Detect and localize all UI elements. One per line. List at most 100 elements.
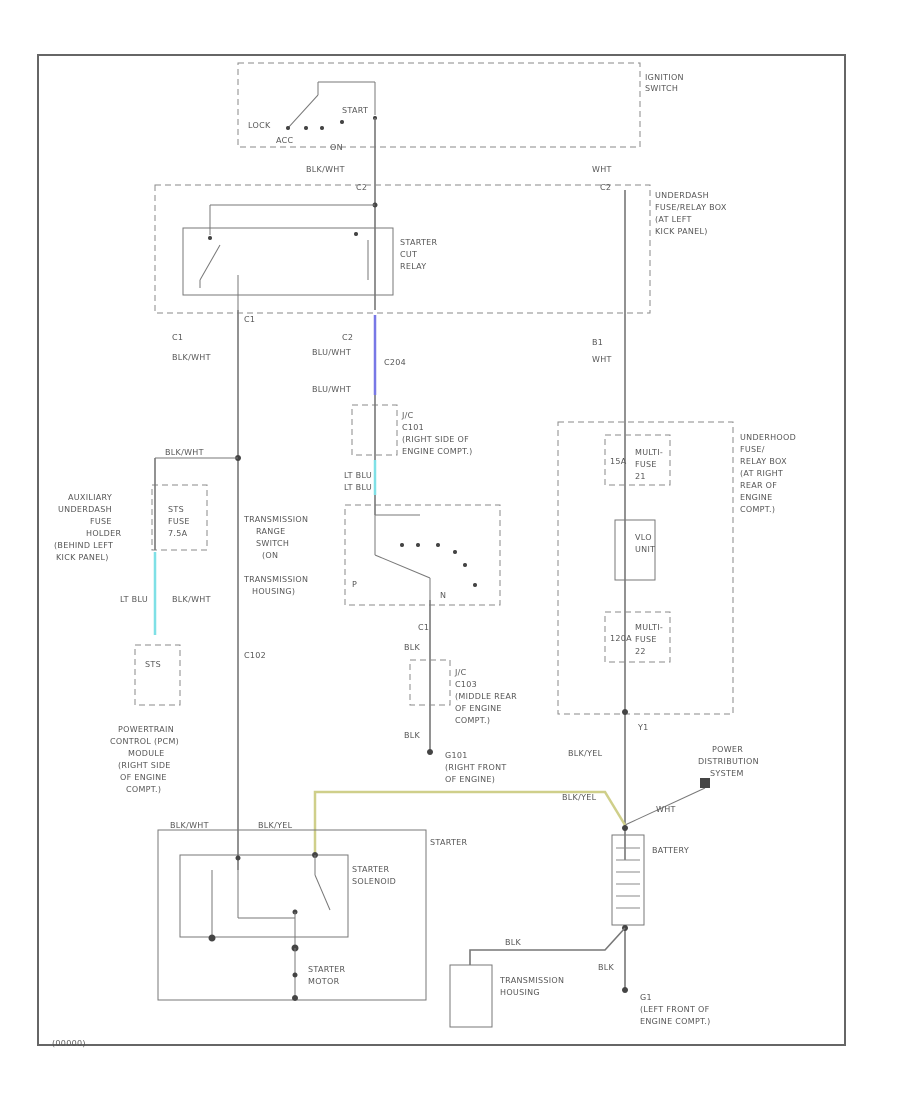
svg-text:SOLENOID: SOLENOID	[352, 877, 396, 886]
svg-text:C103: C103	[455, 680, 477, 689]
starter: STARTER BLK/WHT BLK/YEL STARTER SOLENOID…	[157, 821, 467, 1001]
svg-text:LT BLU: LT BLU	[120, 595, 148, 604]
svg-text:BLK/YEL: BLK/YEL	[258, 821, 293, 830]
svg-text:TRANSMISSION: TRANSMISSION	[243, 575, 308, 584]
svg-text:N: N	[440, 591, 446, 600]
svg-text:UNDERDASH: UNDERDASH	[655, 191, 709, 200]
svg-text:STARTER: STARTER	[352, 865, 390, 874]
svg-text:(RIGHT SIDE OF: (RIGHT SIDE OF	[402, 435, 469, 444]
svg-text:BLK: BLK	[505, 938, 522, 947]
ground-g101: G101 (RIGHT FRONT OF ENGINE)	[445, 751, 507, 784]
svg-text:POWER: POWER	[712, 745, 743, 754]
underhood-fuse-relay-box: UNDERHOOD FUSE/ RELAY BOX (AT RIGHT REAR…	[557, 420, 796, 860]
svg-text:REAR OF: REAR OF	[740, 481, 777, 490]
battery: BATTERY	[611, 825, 689, 990]
svg-text:BATTERY: BATTERY	[652, 846, 689, 855]
svg-text:MOTOR: MOTOR	[308, 977, 340, 986]
svg-text:(AT LEFT: (AT LEFT	[655, 215, 692, 224]
svg-text:C1: C1	[418, 623, 429, 632]
svg-text:C1: C1	[244, 315, 255, 324]
svg-text:UNIT: UNIT	[635, 545, 655, 554]
svg-text:BLK/WHT: BLK/WHT	[172, 595, 211, 604]
pcm-module: POWERTRAIN CONTROL (PCM) MODULE (RIGHT S…	[110, 725, 179, 794]
svg-text:OF ENGINE): OF ENGINE)	[445, 775, 495, 784]
svg-text:C102: C102	[244, 651, 266, 660]
svg-text:MULTI-: MULTI-	[635, 448, 663, 457]
svg-text:HOLDER: HOLDER	[86, 529, 121, 538]
svg-text:BLK: BLK	[598, 963, 615, 972]
svg-text:(RIGHT FRONT: (RIGHT FRONT	[445, 763, 507, 772]
svg-text:OF ENGINE: OF ENGINE	[455, 704, 502, 713]
svg-text:FUSE/: FUSE/	[740, 445, 765, 454]
svg-text:FUSE/RELAY BOX: FUSE/RELAY BOX	[655, 203, 727, 212]
ignition-switch: IGNITION SWITCH LOCK START ACC ON	[237, 62, 684, 152]
svg-text:22: 22	[635, 647, 646, 656]
svg-text:BLK/YEL: BLK/YEL	[562, 793, 597, 802]
svg-text:LT BLU: LT BLU	[344, 471, 372, 480]
jc-c101: J/C C101 (RIGHT SIDE OF ENGINE COMPT.)	[351, 395, 473, 460]
svg-text:(ON: (ON	[262, 551, 278, 560]
svg-text:C101: C101	[402, 423, 424, 432]
svg-text:120A: 120A	[610, 634, 632, 643]
svg-text:BLK/YEL: BLK/YEL	[568, 749, 603, 758]
svg-text:KICK PANEL): KICK PANEL)	[655, 227, 708, 236]
svg-text:COMPT.): COMPT.)	[455, 716, 490, 725]
svg-text:IGNITION: IGNITION	[645, 73, 684, 82]
svg-text:C1: C1	[172, 333, 183, 342]
svg-text:(RIGHT SIDE: (RIGHT SIDE	[118, 761, 171, 770]
svg-text:RELAY BOX: RELAY BOX	[740, 457, 787, 466]
svg-text:CONTROL (PCM): CONTROL (PCM)	[110, 737, 179, 746]
svg-text:SWITCH: SWITCH	[256, 539, 289, 548]
sts-connector: STS	[134, 644, 181, 706]
svg-text:21: 21	[635, 472, 646, 481]
svg-text:ENGINE COMPT.): ENGINE COMPT.)	[402, 447, 473, 456]
svg-text:HOUSING): HOUSING)	[252, 587, 295, 596]
svg-text:CUT: CUT	[400, 250, 417, 259]
svg-text:COMPT.): COMPT.)	[126, 785, 161, 794]
svg-text:VLO: VLO	[635, 533, 652, 542]
svg-text:ACC: ACC	[276, 136, 294, 145]
svg-text:AUXILIARY: AUXILIARY	[68, 493, 112, 502]
svg-text:UNDERDASH: UNDERDASH	[58, 505, 112, 514]
figure-id: (00000)	[52, 1039, 86, 1048]
svg-text:LT BLU: LT BLU	[344, 483, 372, 492]
svg-text:STARTER: STARTER	[400, 238, 438, 247]
svg-text:FUSE: FUSE	[635, 460, 657, 469]
diagram-frame	[37, 54, 846, 1046]
svg-text:BLK: BLK	[404, 731, 421, 740]
svg-text:BLK/WHT: BLK/WHT	[306, 165, 345, 174]
svg-text:C2: C2	[600, 183, 611, 192]
svg-text:(MIDDLE REAR: (MIDDLE REAR	[455, 692, 517, 701]
svg-text:MODULE: MODULE	[128, 749, 165, 758]
svg-text:C2: C2	[342, 333, 353, 342]
power-distribution-system: POWER DISTRIBUTION SYSTEM WHT	[624, 745, 759, 826]
svg-text:DISTRIBUTION: DISTRIBUTION	[698, 757, 759, 766]
starter-cut-relay: STARTER CUT RELAY	[182, 204, 438, 310]
svg-text:BLK/WHT: BLK/WHT	[165, 448, 204, 457]
svg-text:TRANSMISSION: TRANSMISSION	[499, 976, 564, 985]
svg-text:C204: C204	[384, 358, 406, 367]
svg-text:(LEFT FRONT OF: (LEFT FRONT OF	[640, 1005, 710, 1014]
svg-text:SWITCH: SWITCH	[645, 84, 678, 93]
svg-text:7.5A: 7.5A	[168, 529, 188, 538]
svg-text:TRANSMISSION: TRANSMISSION	[243, 515, 308, 524]
jc-c103: C1 BLK J/C C103 (MIDDLE REAR OF ENGINE C…	[404, 600, 517, 755]
svg-text:MULTI-: MULTI-	[635, 623, 663, 632]
svg-text:FUSE: FUSE	[168, 517, 190, 526]
svg-text:G1: G1	[640, 993, 652, 1002]
svg-text:(BEHIND LEFT: (BEHIND LEFT	[54, 541, 113, 550]
ground-g1: G1 (LEFT FRONT OF ENGINE COMPT.)	[640, 993, 710, 1026]
svg-text:KICK PANEL): KICK PANEL)	[56, 553, 109, 562]
svg-text:ENGINE: ENGINE	[740, 493, 772, 502]
svg-text:WHT: WHT	[656, 805, 676, 814]
svg-text:FUSE: FUSE	[635, 635, 657, 644]
svg-text:RANGE: RANGE	[256, 527, 285, 536]
svg-text:POWERTRAIN: POWERTRAIN	[118, 725, 174, 734]
svg-text:BLK: BLK	[404, 643, 421, 652]
svg-text:STS: STS	[168, 505, 184, 514]
svg-text:COMPT.): COMPT.)	[740, 505, 775, 514]
svg-text:STS: STS	[145, 660, 161, 669]
svg-text:WHT: WHT	[592, 355, 612, 364]
underdash-fuse-relay-box: UNDERDASH FUSE/RELAY BOX (AT LEFT KICK P…	[154, 165, 727, 314]
